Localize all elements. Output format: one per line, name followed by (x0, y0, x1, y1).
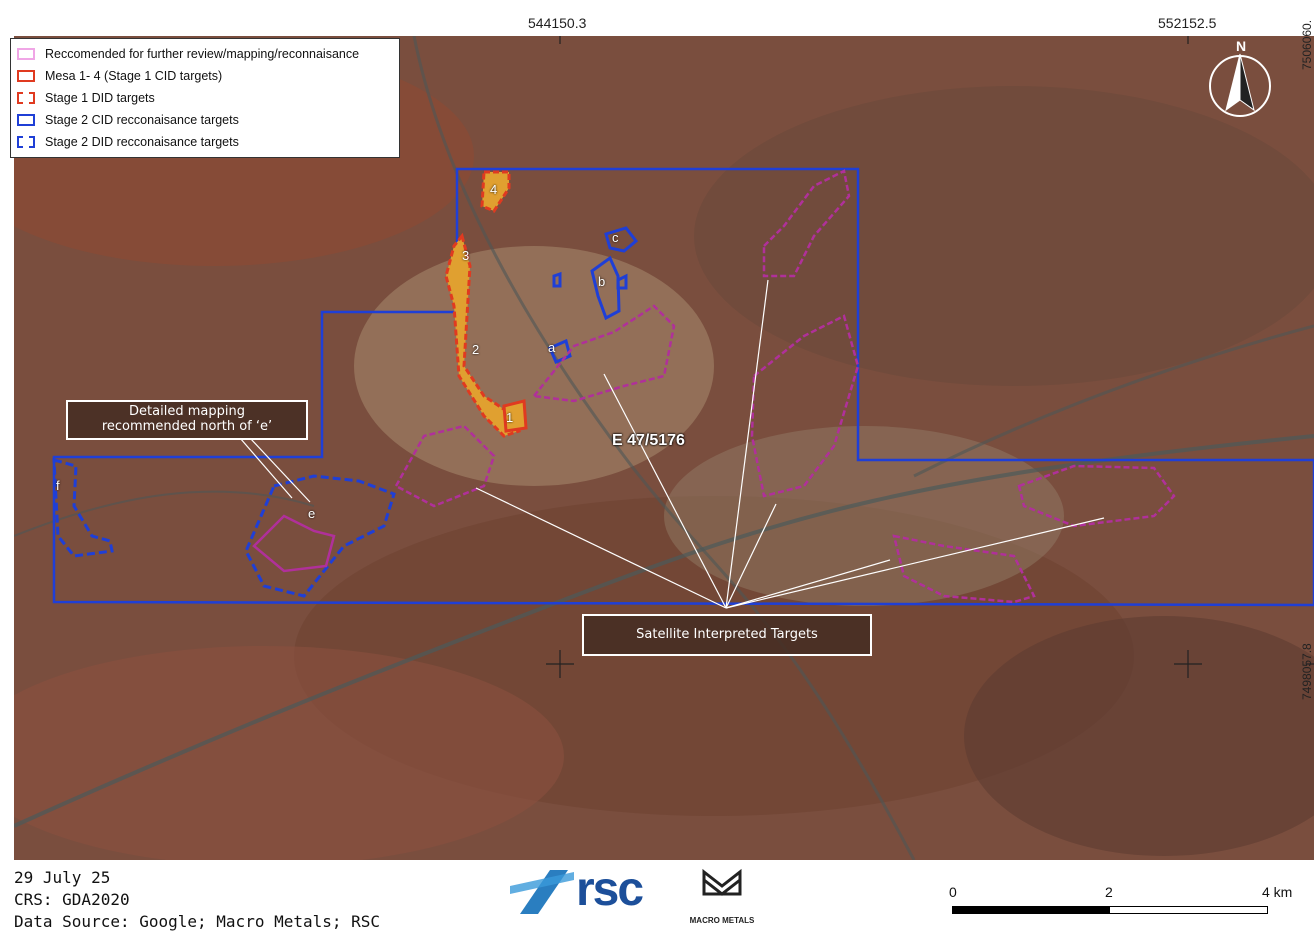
cid-target-a[interactable] (548, 338, 572, 364)
creek-line (14, 434, 1314, 828)
terrain-patch (14, 646, 564, 860)
sat-target[interactable] (1017, 464, 1176, 528)
terrain-patch (964, 616, 1314, 856)
north-label: N (1236, 38, 1247, 54)
mesa-target-1[interactable] (502, 399, 528, 433)
target-label-1: 1 (506, 410, 514, 425)
legend-swatch (17, 136, 35, 148)
target-label-3: 3 (462, 248, 470, 263)
legend-label: Stage 1 DID targets (45, 91, 155, 105)
top-coord-1: 544150.3 (528, 15, 587, 31)
north-arrow-icon (1209, 53, 1271, 117)
cid-target-small (552, 271, 562, 288)
legend-label: Reccomended for further review/mapping/r… (45, 47, 360, 61)
top-coord-2: 552152.5 (1158, 15, 1217, 31)
target-label-c: c (612, 230, 619, 245)
target-label-4: 4 (490, 182, 498, 197)
target-label-2: 2 (472, 342, 480, 357)
creek-line (412, 36, 916, 860)
leader-lines (239, 279, 1105, 609)
target-label-b: b (598, 274, 606, 289)
mapping-callout-line2: recommended north of ‘e’ (101, 419, 273, 434)
did-target-e[interactable] (244, 474, 396, 598)
rsc-logo: rsc (510, 863, 660, 918)
legend-item-stage2-did: Stage 2 DID recconaisance targets (17, 131, 393, 153)
macro-metals-icon (702, 868, 742, 896)
grid-crosses (546, 36, 1314, 678)
map-frame[interactable] (14, 36, 1314, 860)
legend-item-review: Reccomended for further review/mapping/r… (17, 43, 393, 65)
scale-label-2: 2 (1105, 884, 1113, 900)
cid-target-c[interactable] (604, 226, 639, 253)
creek-line (913, 324, 1314, 478)
sat-target[interactable] (252, 514, 336, 573)
legend-item-stage1-did: Stage 1 DID targets (17, 87, 393, 109)
scale-bar (952, 906, 1268, 914)
rsc-logo-text: rsc (576, 863, 644, 916)
footer-source: Data Source: Google; Macro Metals; RSC (14, 912, 381, 931)
sat-target[interactable] (531, 304, 676, 403)
satellite-callout: Satellite Interpreted Targets (582, 614, 872, 656)
legend-item-mesa: Mesa 1- 4 (Stage 1 CID targets) (17, 65, 393, 87)
legend-label: Stage 2 CID recconaisance targets (45, 113, 239, 127)
sat-target[interactable] (762, 169, 851, 278)
scale-bar-black (953, 907, 1110, 913)
legend-swatch (17, 92, 35, 104)
satellite-map[interactable] (14, 36, 1314, 860)
legend-label: Stage 2 DID recconaisance targets (45, 135, 239, 149)
footer-crs: CRS: GDA2020 (14, 890, 130, 909)
footer-date: 29 July 25 (14, 868, 111, 887)
legend-swatch (17, 48, 35, 60)
terrain-patch (354, 246, 714, 486)
terrain-patch (664, 426, 1064, 606)
sat-target[interactable] (394, 424, 496, 508)
mapping-callout-line1: Detailed mapping (129, 404, 245, 419)
legend-swatch (17, 114, 35, 126)
legend-label: Mesa 1- 4 (Stage 1 CID targets) (45, 69, 223, 83)
scale-label-4: 4 km (1262, 884, 1293, 900)
legend-item-stage2-cid: Stage 2 CID recconaisance targets (17, 109, 393, 131)
scale-label-0: 0 (949, 884, 957, 900)
mesa-target-4[interactable] (480, 170, 511, 213)
right-coord-1: 7506060. (1300, 19, 1314, 70)
rsc-logo-icon (510, 870, 574, 914)
legend-swatch (17, 70, 35, 82)
cid-target-small (616, 273, 628, 290)
map-legend: Reccomended for further review/mapping/r… (10, 38, 400, 158)
sat-target[interactable] (750, 314, 860, 498)
right-coord-2: 7498057.8 (1300, 643, 1314, 700)
mapping-callout: Detailed mapping recommended north of ‘e… (66, 400, 308, 440)
tenement-label: E 47/5176 (612, 432, 685, 449)
did-target-f[interactable] (52, 458, 114, 558)
target-label-f: f (56, 478, 60, 493)
cid-target-b[interactable] (590, 255, 621, 321)
sat-target[interactable] (892, 534, 1036, 604)
macro-metals-logo: MACRO METALS (672, 866, 772, 926)
terrain-patch (694, 86, 1314, 386)
macro-metals-text: MACRO METALS (689, 916, 755, 925)
target-label-e: e (308, 506, 316, 521)
mesa-target-2-3[interactable] (444, 232, 521, 438)
target-label-a: a (548, 340, 556, 355)
